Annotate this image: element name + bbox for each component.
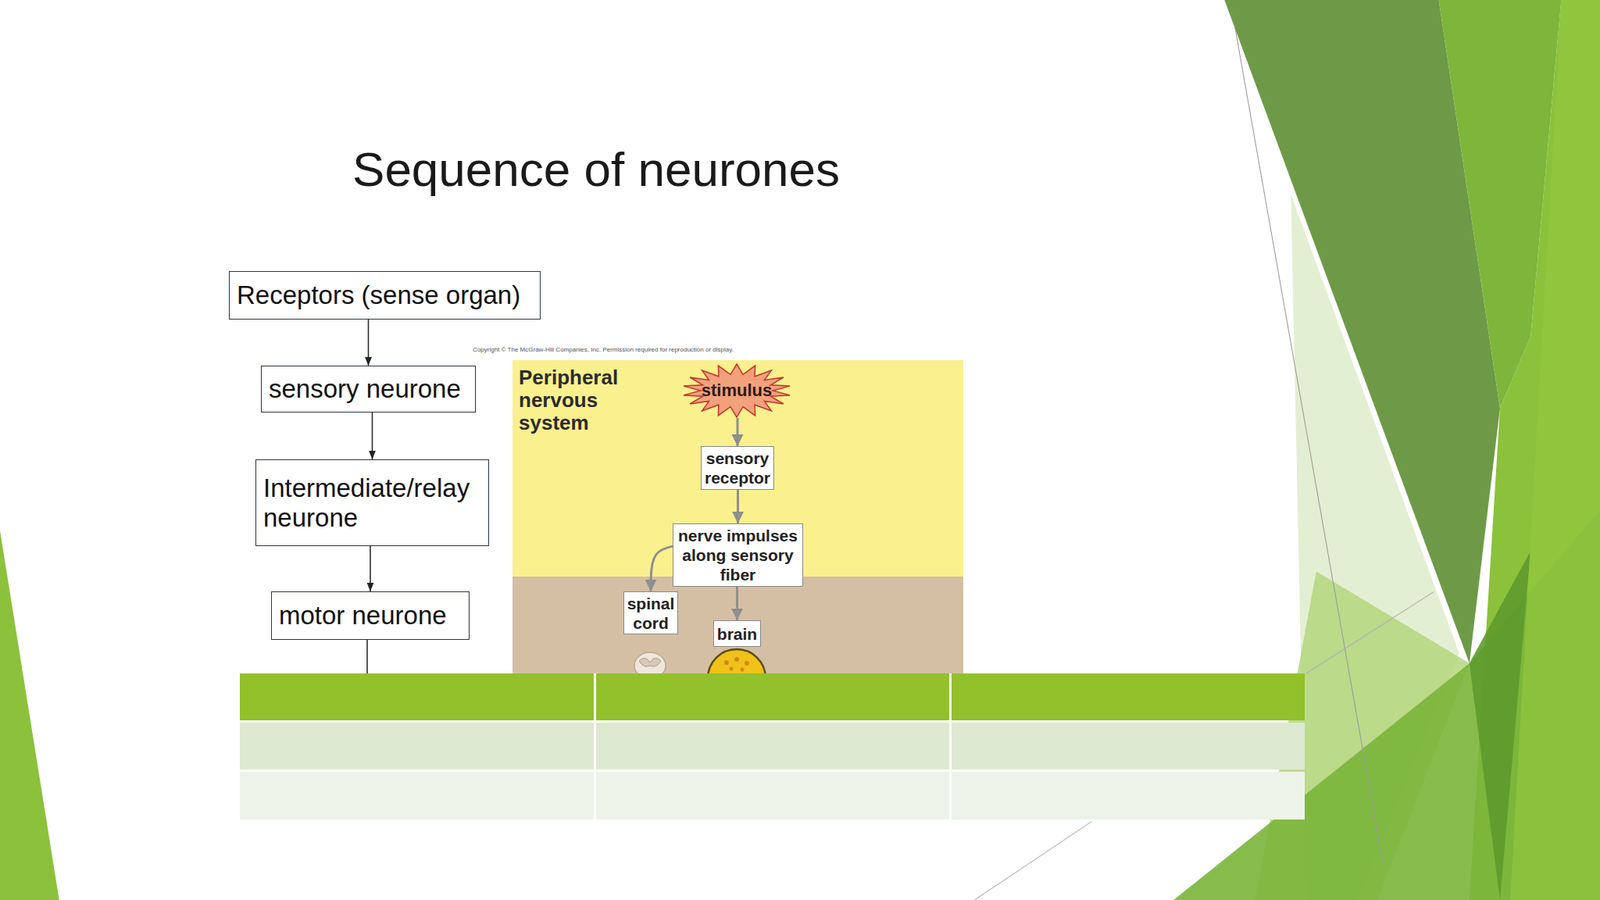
decor-line	[974, 821, 1092, 900]
label-box: brain	[713, 620, 761, 647]
process-box: motor neurone	[271, 591, 470, 640]
brain-texture	[740, 667, 745, 672]
connector-arrow	[736, 417, 740, 447]
process-box: Receptors (sense organ)	[228, 271, 541, 320]
spinal-grey-matter	[639, 657, 661, 667]
process-box: sensory neurone	[260, 365, 476, 413]
table-header-cell	[239, 673, 594, 721]
connector-arrow	[735, 586, 739, 621]
node-text: stimulus	[701, 380, 772, 401]
process-box: Intermediate/relay neurone	[255, 459, 490, 547]
brain-texture	[744, 660, 750, 666]
node-text: nerve impulses along sensory fiber	[674, 525, 802, 585]
label-box: spinal cord	[623, 591, 679, 635]
connector-arrow	[650, 546, 673, 592]
node-text: Receptors (sense organ)	[236, 280, 534, 311]
pns-band: Peripheral nervous system stimulus sensory…	[512, 360, 964, 577]
node-text: motor neurone	[278, 600, 463, 631]
cns-band	[512, 576, 964, 674]
burst-shape	[683, 364, 790, 418]
stimulus-burst: stimulus	[682, 363, 792, 418]
table-cell	[239, 771, 594, 820]
connector-arrow	[367, 319, 370, 366]
empty-table	[239, 673, 1305, 820]
table-header-cell	[951, 673, 1305, 721]
brain-texture	[729, 667, 734, 672]
copyright-note: Copyright © The McGraw-Hill Companies, I…	[472, 346, 734, 354]
node-text: Intermediate/relay neurone	[263, 473, 483, 533]
node-text: Peripheral nervous system	[518, 366, 629, 435]
table-cell	[951, 771, 1305, 820]
brain-texture	[724, 660, 729, 665]
table-cell	[596, 722, 950, 770]
label-box: nerve impulses along sensory fiber	[672, 523, 804, 587]
decor-left-triangle	[0, 530, 60, 900]
flow-tail-line	[366, 639, 368, 674]
node-text: spinal cord	[625, 593, 677, 633]
table-cell	[951, 722, 1305, 770]
node-text: sensory neurone	[268, 374, 469, 404]
table-header-cell	[596, 673, 950, 721]
connector-arrow	[369, 546, 372, 592]
connector-arrow	[736, 489, 740, 524]
decor-line	[1306, 592, 1434, 674]
node-text: sensory receptor	[702, 448, 773, 488]
label-box: sensory receptor	[700, 446, 775, 490]
brain-texture	[734, 657, 740, 662]
connector-arrow	[371, 412, 374, 460]
decor-edge-strip	[1510, 0, 1600, 900]
node-text: brain	[714, 624, 760, 644]
slide-title: Sequence of neurones	[352, 145, 840, 194]
table-cell	[596, 771, 950, 820]
decor-right-strip	[1469, 0, 1600, 900]
table-cell	[239, 722, 594, 770]
